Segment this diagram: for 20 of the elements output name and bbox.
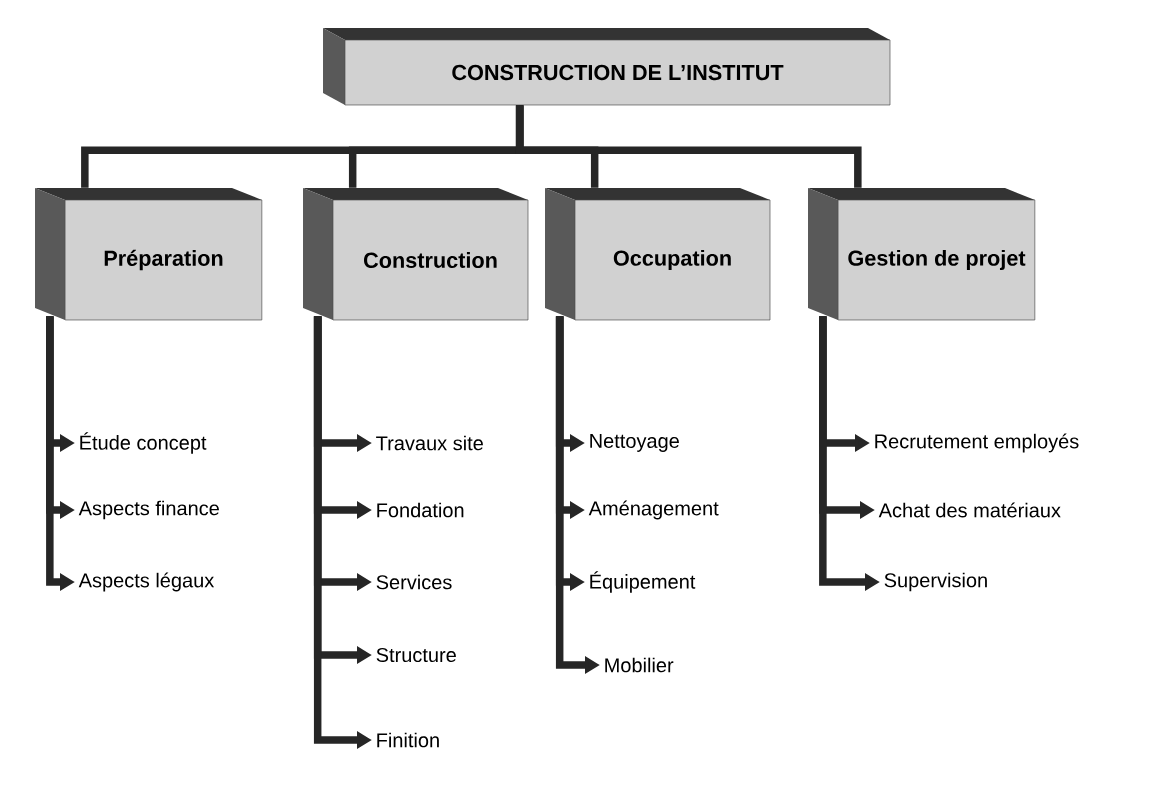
category-box: Préparation	[35, 188, 263, 321]
item-label: Services	[376, 574, 452, 590]
item-label: Équipement	[590, 571, 696, 593]
item-label: Aspects finance	[78, 500, 219, 520]
item-label: Travaux site	[376, 435, 483, 451]
item-label: Aspects légaux	[78, 572, 215, 592]
item-label: Finition	[377, 732, 439, 748]
category-box: Gestion de projet	[808, 188, 1036, 321]
item-label: Supervision	[884, 572, 987, 592]
item-label: Nettoyage	[590, 434, 679, 452]
category-box: Construction	[303, 188, 529, 321]
item-label: Aménagement	[588, 500, 719, 520]
item-label: Achat des matériaux	[878, 502, 1061, 518]
item-label: Recrutement employés	[875, 433, 1079, 453]
item-label: Mobilier	[605, 657, 674, 673]
title-box: CONSTRUCTION DE L’INSTITUT	[323, 28, 891, 106]
item-label: Structure	[376, 647, 456, 663]
category-box: Occupation	[545, 188, 771, 321]
item-label: Étude concept	[80, 432, 207, 454]
item-label: Fondation	[377, 502, 464, 518]
